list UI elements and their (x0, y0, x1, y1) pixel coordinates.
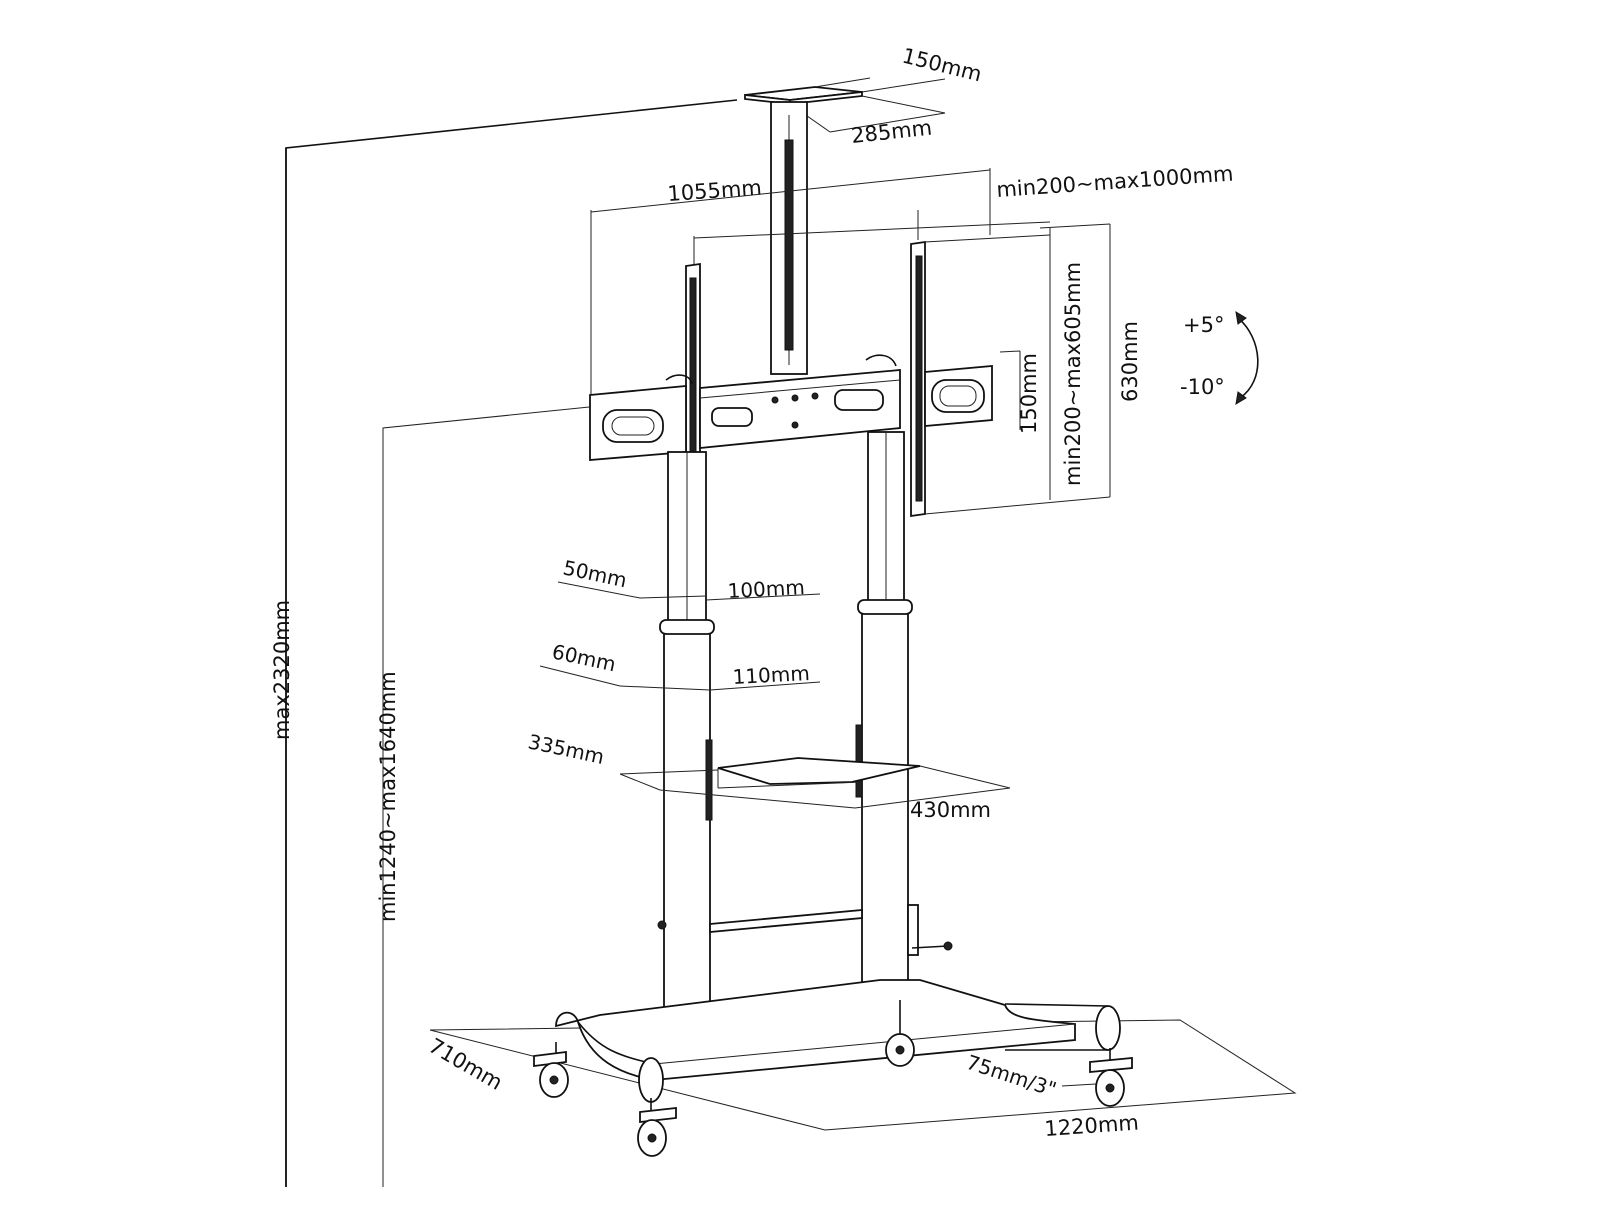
caster-back-right (885, 1000, 915, 1067)
label-upper-pole-width: 100mm (727, 575, 805, 603)
label-vesa-horizontal: min200~max1000mm (996, 161, 1234, 202)
camera-pole (770, 101, 808, 375)
tilt-arrow (1237, 317, 1259, 399)
caster-back-left (533, 1042, 569, 1098)
left-arm-plate (589, 385, 687, 461)
label-shelf-depth: 335mm (526, 729, 606, 769)
mounting-beam (699, 369, 901, 449)
label-shelf-width: 430mm (910, 798, 991, 822)
pole-dimension-lines (539, 581, 821, 691)
label-base-width: 1220mm (1044, 1110, 1140, 1141)
center-height-guide (382, 397, 679, 1187)
label-tilt-up: +5° (1183, 313, 1224, 337)
right-arm-plate (924, 365, 993, 427)
right-tv-arm (910, 234, 1111, 518)
label-bracket-height: 630mm (1118, 321, 1142, 402)
top-plate (744, 77, 946, 133)
label-top-plate-width: 150mm (900, 44, 984, 87)
label-overall-width: 1055mm (667, 175, 763, 206)
label-top-plate-depth: 285mm (850, 116, 933, 148)
label-lower-pole-width: 110mm (732, 661, 810, 689)
shelf (619, 757, 1011, 809)
label-vesa-vertical: min200~max605mm (1061, 262, 1085, 486)
right-pole (855, 431, 913, 1015)
label-caster-size: 75mm/3" (963, 1050, 1059, 1102)
label-upper-pole-depth: 50mm (561, 555, 629, 592)
label-arm-slot: 150mm (1017, 353, 1041, 434)
width-dimension-lines (590, 168, 1051, 395)
cross-bar (709, 904, 953, 956)
base-frame (555, 979, 1121, 1103)
label-center-height-range: min1240~max1640mm (376, 671, 400, 922)
label-base-depth: 710mm (425, 1034, 507, 1095)
left-pole (657, 451, 715, 1035)
caster-front-left (637, 1098, 677, 1157)
label-tilt-down: -10° (1180, 375, 1225, 399)
label-max-height: max2320mm (270, 600, 294, 740)
caster-front-right (1061, 1048, 1133, 1107)
right-vertical-dimensions (999, 223, 1111, 500)
wall-outline (285, 99, 738, 1187)
